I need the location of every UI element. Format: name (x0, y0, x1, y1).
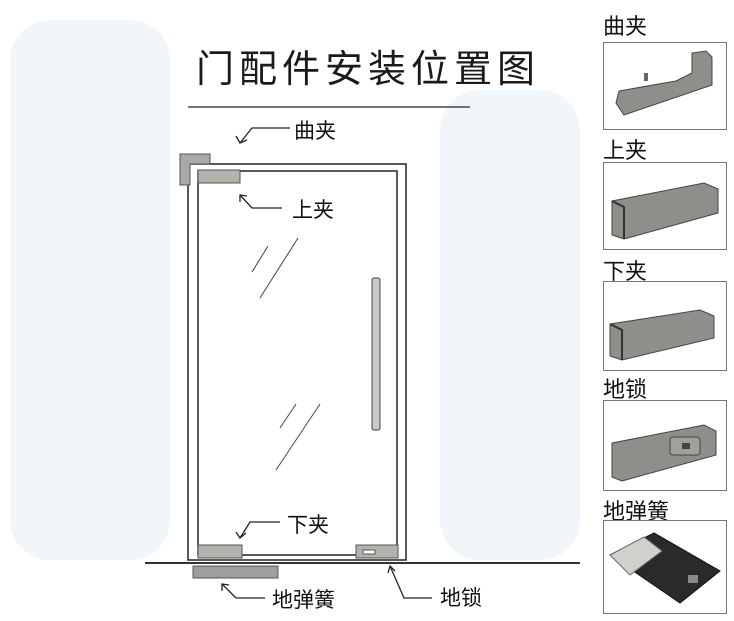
top-clamp-shape (197, 169, 241, 184)
curved-clamp-shape (179, 153, 211, 186)
label-top-clamp: 上夹 (292, 198, 334, 222)
page-title: 门配件安装位置图 (196, 47, 541, 91)
bottom-clamp-shape (197, 544, 243, 559)
label-bottom-clamp: 下夹 (287, 513, 329, 537)
floor-lock-photo (603, 400, 727, 491)
label-floor-spring: 地弹簧 (272, 588, 335, 612)
floor-lock-shape (355, 544, 399, 559)
floor-spring-photo (603, 520, 727, 614)
curved-clamp-photo (603, 42, 727, 130)
top-clamp-photo (603, 162, 727, 250)
background-blob (10, 20, 170, 560)
product-label-curved-clamp: 曲夹 (603, 15, 648, 40)
label-floor-lock: 地锁 (440, 586, 482, 610)
bottom-clamp-photo (603, 281, 727, 371)
callout-arrows (221, 127, 432, 599)
product-label-top-clamp: 上夹 (603, 139, 648, 164)
door-outer-frame (187, 163, 407, 561)
glass-reflection-lines (251, 237, 321, 471)
label-curved-clamp: 曲夹 (294, 119, 336, 143)
door-handle (371, 277, 381, 431)
product-label-floor-lock: 地锁 (603, 378, 648, 403)
door-inner-frame (197, 170, 398, 556)
lock-keyhole (362, 549, 376, 555)
product-label-bottom-clamp: 下夹 (603, 260, 648, 285)
background-blob (440, 90, 580, 560)
floor-spring-shape (192, 565, 279, 579)
